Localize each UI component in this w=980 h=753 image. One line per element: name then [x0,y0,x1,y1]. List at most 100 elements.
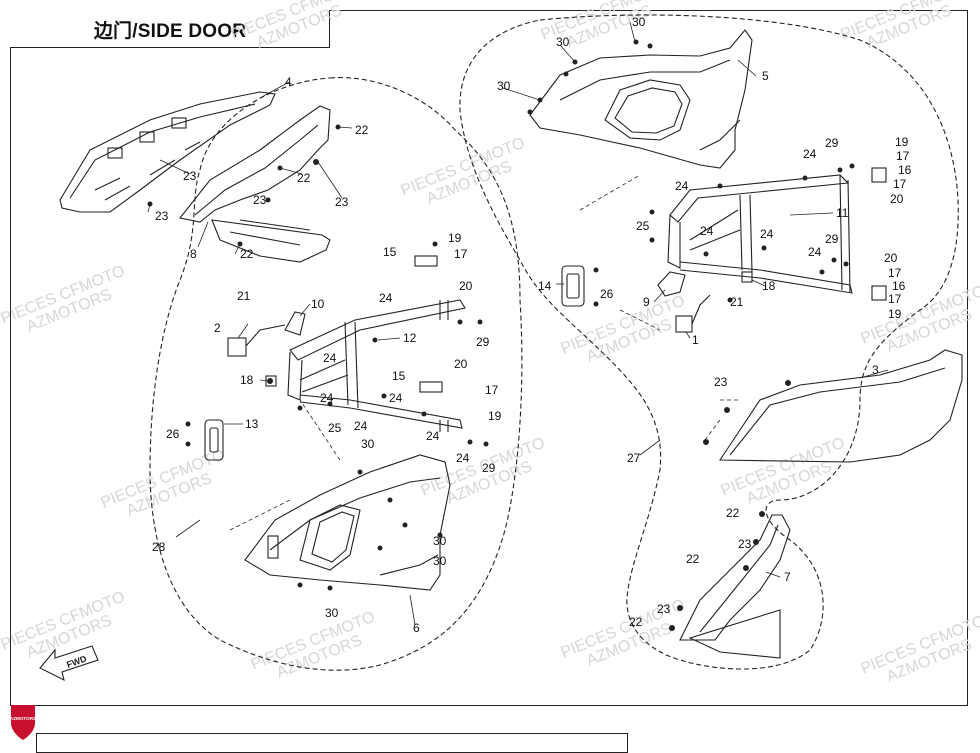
callout-22: 22 [240,247,254,261]
callout-17: 17 [454,247,468,261]
callout-19: 19 [448,231,462,245]
callout-23: 23 [714,375,728,389]
part-11-frame [669,174,850,223]
callout-25: 25 [636,219,650,233]
callout-3: 3 [872,363,879,377]
part-15b-hinge [419,381,443,393]
callout-29: 29 [825,136,839,150]
callout-17: 17 [888,292,902,306]
callout-16: 16 [892,279,906,293]
callout-22: 22 [297,171,311,185]
callout-30: 30 [556,35,570,49]
part-4-panel [59,91,276,213]
part-15-hinge [414,255,438,267]
callout-20: 20 [454,357,468,371]
callout-23: 23 [253,193,267,207]
callout-10: 10 [311,297,325,311]
callout-21: 21 [237,289,251,303]
callout-18: 18 [240,373,254,387]
callout-30: 30 [433,534,447,548]
callout-16: 16 [898,163,912,177]
footer-box [36,733,628,753]
part-6-panel [244,454,451,591]
part-16b-hinge [871,285,887,301]
callout-24: 24 [760,227,774,241]
callout-17: 17 [896,149,910,163]
callout-20: 20 [884,251,898,265]
callout-11: 11 [836,206,849,220]
part-5-panel [529,29,753,169]
callout-30: 30 [632,15,646,29]
callout-20: 20 [890,192,904,206]
callout-29: 29 [476,335,490,349]
callout-25: 25 [328,421,342,435]
callout-27: 27 [627,451,641,465]
callout-17: 17 [888,266,902,280]
part-18b-bumper [741,271,753,283]
callout-13: 13 [245,417,259,431]
title-box: 边门/SIDE DOOR [10,10,330,48]
callout-22: 22 [629,615,643,629]
part-10-latch [284,311,306,336]
callout-24: 24 [700,224,714,238]
callout-8: 8 [190,247,197,261]
callout-26: 26 [166,427,180,441]
part-16-hinge [871,167,887,183]
callout-24: 24 [808,245,822,259]
callout-23: 23 [183,169,197,183]
diagram-frame [10,10,968,706]
part-8-panel [179,105,331,223]
callout-30: 30 [325,606,339,620]
group-outline-28 [149,77,523,671]
callout-19: 19 [895,135,909,149]
callout-9: 9 [643,295,650,309]
callout-30: 30 [433,554,447,568]
callout-24: 24 [323,351,337,365]
group-outline-27 [459,14,959,670]
page-title: 边门/SIDE DOOR [93,21,247,42]
callout-19: 19 [488,409,502,423]
part-2-lock [227,337,247,357]
callout-23: 23 [335,195,349,209]
callout-23: 23 [657,602,671,616]
callout-24: 24 [426,429,440,443]
callout-20: 20 [459,279,473,293]
callout-5: 5 [762,69,769,83]
callout-24: 24 [320,391,334,405]
callout-15: 15 [392,369,406,383]
azmotors-logo: AZMOTORS [10,705,36,740]
callout-4: 4 [285,75,292,89]
callout-24: 24 [456,451,470,465]
part-14-handle [561,265,585,307]
callout-1: 1 [692,333,699,347]
callout-19: 19 [888,307,902,321]
callout-30: 30 [361,437,375,451]
callout-21: 21 [730,295,744,309]
callout-6: 6 [413,621,420,635]
callout-24: 24 [354,419,368,433]
callout-24: 24 [379,291,393,305]
callout-23: 23 [155,209,169,223]
callout-23: 23 [738,537,752,551]
callout-26: 26 [600,287,614,301]
svg-text:AZMOTORS: AZMOTORS [10,716,36,721]
part-12-frame [289,299,466,361]
callout-22: 22 [355,123,369,137]
part-7-panel [679,514,791,641]
callout-17: 17 [893,177,907,191]
callout-22: 22 [686,552,700,566]
callout-15: 15 [383,245,397,259]
callout-17: 17 [485,383,499,397]
part-9-latch [657,271,686,297]
part-1-lock [675,315,693,333]
callout-29: 29 [482,461,496,475]
callout-14: 14 [538,279,552,293]
callout-2: 2 [214,321,221,335]
part-13-handle [204,419,224,461]
callout-24: 24 [389,391,403,405]
part-3-panel [718,349,963,463]
callout-24: 24 [803,147,817,161]
callout-24: 24 [675,179,689,193]
callout-numbers: 4 22 23 22 23 23 23 8 22 30 30 30 5 19 1… [152,15,912,635]
